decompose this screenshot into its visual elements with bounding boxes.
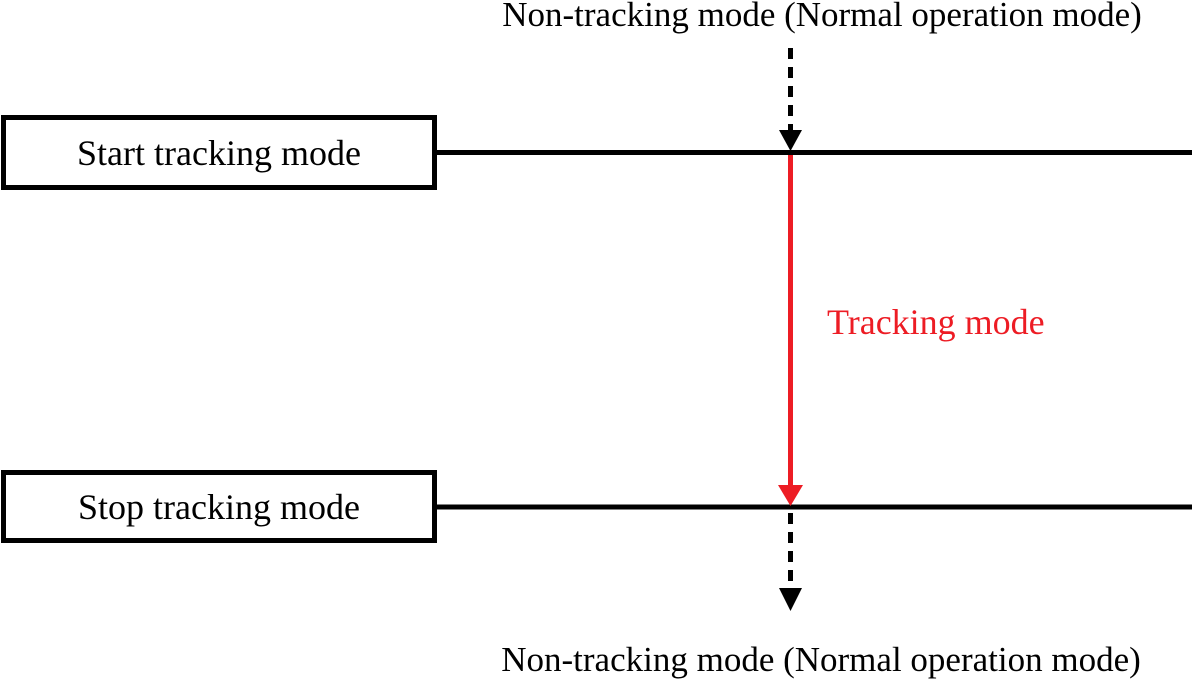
start-tracking-mode-box: Start tracking mode xyxy=(1,115,437,190)
stop-tracking-mode-label: Stop tracking mode xyxy=(78,486,360,527)
nontracking-top-label: Non-tracking mode (Normal operation mode… xyxy=(502,0,1142,34)
tracking-arrowhead-icon xyxy=(778,485,803,506)
nontracking-entry-arrowhead-icon xyxy=(779,130,802,151)
stop-tracking-mode-box: Stop tracking mode xyxy=(1,470,437,543)
nontracking-exit-arrowhead-icon xyxy=(779,588,802,611)
nontracking-bottom-label: Non-tracking mode (Normal operation mode… xyxy=(501,640,1141,679)
tracking-mode-label: Tracking mode xyxy=(827,302,1045,342)
start-tracking-mode-label: Start tracking mode xyxy=(77,132,361,173)
